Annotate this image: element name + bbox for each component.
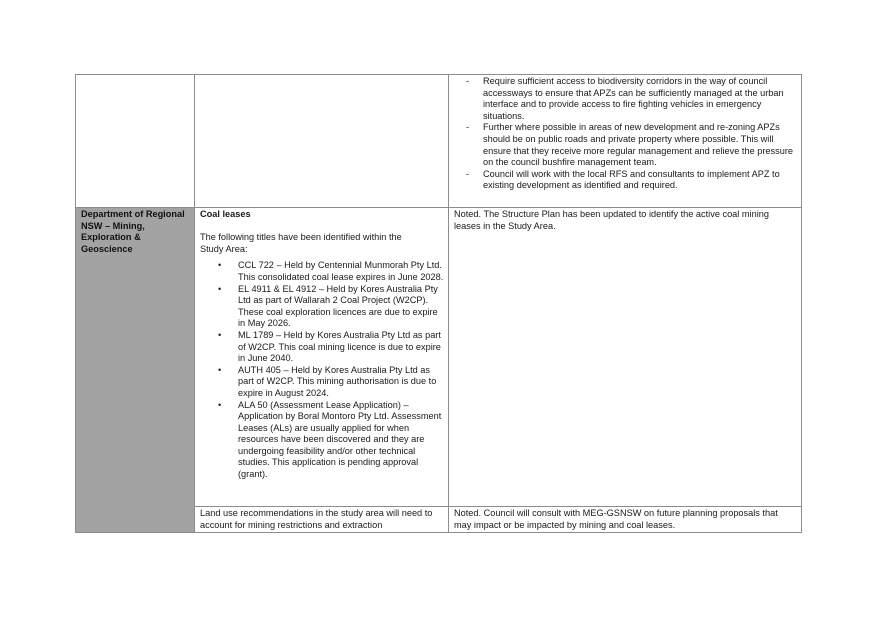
issue-cell: Land use recommendations in the study ar… <box>194 505 449 534</box>
coal-title-list: CCL 722 – Held by Centennial Munmorah Pt… <box>200 260 444 480</box>
submissions-table: Require sufficient access to biodiversit… <box>75 74 802 534</box>
issue-intro: The following titles have been identifie… <box>200 232 402 254</box>
list-item: Council will work with the local RFS and… <box>466 169 797 192</box>
response-text: Noted. The Structure Plan has been updat… <box>454 209 769 231</box>
response-cell: Noted. The Structure Plan has been updat… <box>448 207 802 507</box>
table-row: Department of Regional NSW – Mining, Exp… <box>75 206 802 534</box>
response-text: Noted. Council will consult with MEG-GSN… <box>454 508 778 530</box>
list-item: Further where possible in areas of new d… <box>466 122 797 168</box>
stakeholder-cell: Department of Regional NSW – Mining, Exp… <box>75 206 195 534</box>
table-row: Require sufficient access to biodiversit… <box>75 74 802 208</box>
response-cell: Require sufficient access to biodiversit… <box>448 74 802 208</box>
list-item: ALA 50 (Assessment Lease Application) – … <box>218 400 444 481</box>
issue-text: Land use recommendations in the study ar… <box>200 508 433 530</box>
issue-heading: Coal leases <box>200 209 251 219</box>
issue-cell <box>194 74 449 208</box>
list-item: ML 1789 – Held by Kores Australia Pty Lt… <box>218 330 444 365</box>
table-row: Land use recommendations in the study ar… <box>76 505 802 534</box>
stakeholder-cell <box>75 74 195 208</box>
response-cell: Noted. Council will consult with MEG-GSN… <box>448 505 802 534</box>
response-dash-list: Require sufficient access to biodiversit… <box>454 76 797 192</box>
list-item: Require sufficient access to biodiversit… <box>466 76 797 122</box>
list-item: EL 4911 & EL 4912 – Held by Kores Austra… <box>218 284 444 330</box>
list-item: AUTH 405 – Held by Kores Australia Pty L… <box>218 365 444 400</box>
list-item: CCL 722 – Held by Centennial Munmorah Pt… <box>218 260 444 283</box>
stakeholder-name: Department of Regional NSW – Mining, Exp… <box>81 209 185 254</box>
issue-cell: Coal leases The following titles have be… <box>194 207 449 507</box>
